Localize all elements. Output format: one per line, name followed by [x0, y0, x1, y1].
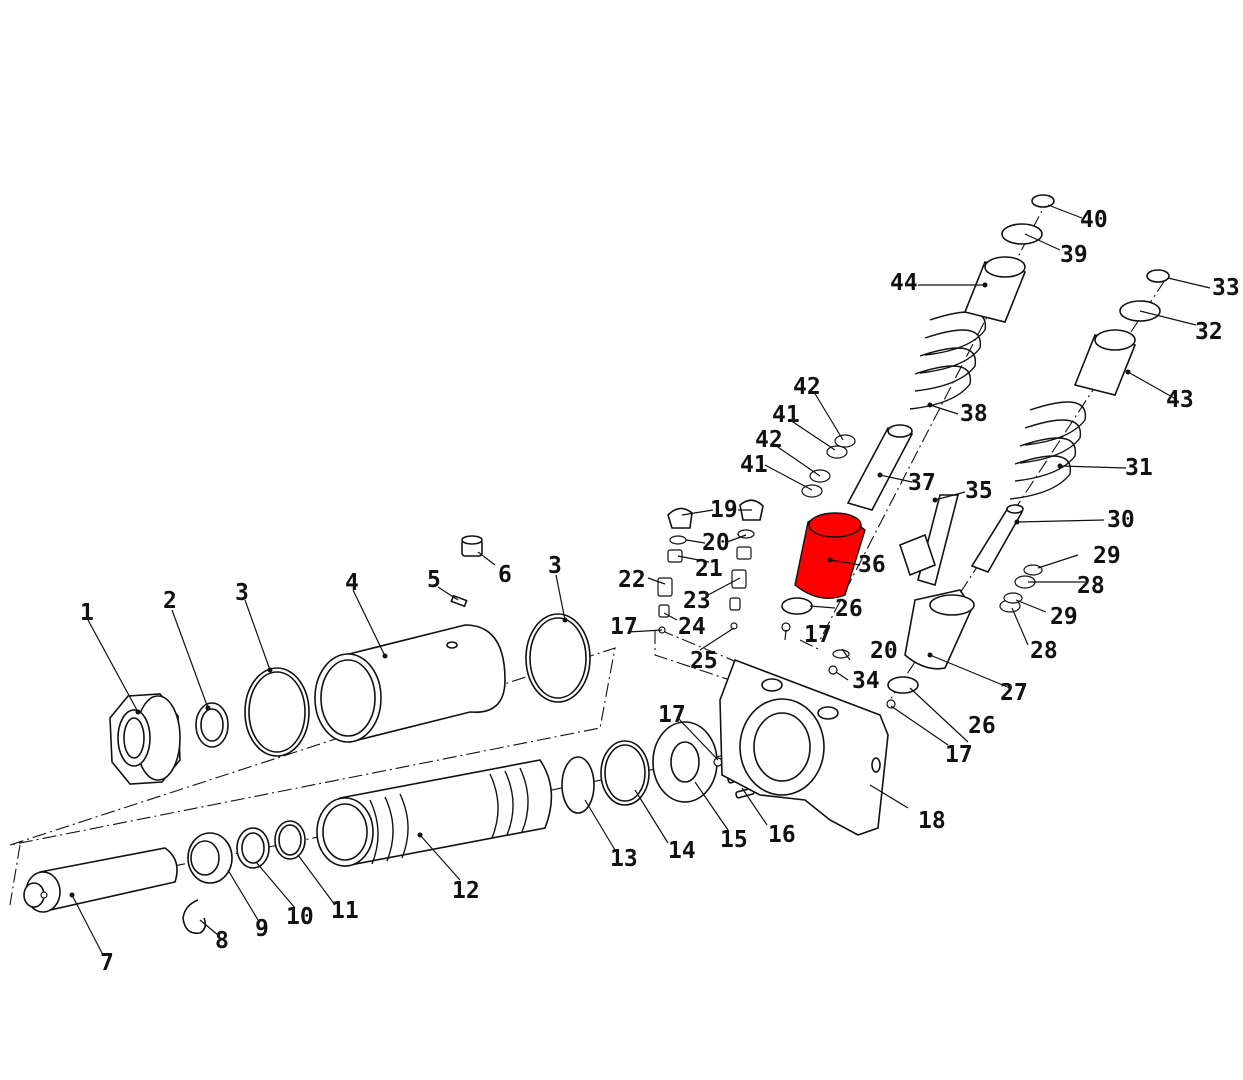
label-part-1: 1 — [80, 600, 94, 626]
label-part-30: 30 — [1107, 507, 1135, 533]
part-9-bushing-inner — [190, 840, 220, 876]
label-part-22: 22 — [618, 567, 646, 593]
label-part-40: 40 — [1080, 207, 1108, 233]
label-part-33: 33 — [1212, 275, 1240, 301]
label-part-23: 23 — [683, 588, 711, 614]
part-14-o-ring-inner — [604, 744, 646, 802]
part-8-retaining-clip — [182, 899, 207, 935]
label-part-4: 4 — [345, 570, 359, 596]
label-part-17-lower: 17 — [658, 702, 686, 728]
valve-axis-right — [799, 639, 821, 651]
label-part-38: 38 — [960, 401, 988, 427]
label-part-31: 31 — [1125, 455, 1153, 481]
label-part-32: 32 — [1195, 319, 1223, 345]
part-13-snap-ring — [561, 756, 595, 814]
leader-dots — [69, 282, 1131, 898]
part-3-o-ring-right-inner — [529, 617, 587, 699]
label-part-29-lower: 29 — [1050, 604, 1078, 630]
label-part-15: 15 — [720, 827, 748, 853]
label-part-28-upper: 28 — [1077, 573, 1105, 599]
part-17-ball-c — [886, 699, 896, 709]
part-17-ball-b — [781, 622, 791, 632]
part-34-ball — [828, 665, 838, 675]
label-part-20-pump: 20 — [870, 638, 898, 664]
label-part-28-lower: 28 — [1030, 638, 1058, 664]
part-40-clip — [1031, 194, 1055, 208]
label-part-10: 10 — [286, 904, 314, 930]
label-part-26-lower: 26 — [968, 713, 996, 739]
label-part-35: 35 — [965, 478, 993, 504]
label-part-34: 34 — [852, 668, 880, 694]
label-part-44: 44 — [890, 270, 918, 296]
label-part-42-lower: 42 — [755, 427, 783, 453]
label-part-8: 8 — [215, 928, 229, 954]
part-15-washer-inner — [670, 741, 700, 783]
label-part-20-valve: 20 — [702, 530, 730, 556]
label-part-14: 14 — [668, 838, 696, 864]
label-part-9: 9 — [255, 916, 269, 942]
label-part-18: 18 — [918, 808, 946, 834]
part-30-plunger — [970, 504, 1024, 573]
label-part-42-upper: 42 — [793, 374, 821, 400]
label-part-3-left: 3 — [235, 580, 249, 606]
part-3-o-ring-left-inner — [248, 671, 306, 753]
label-part-41-upper: 41 — [772, 402, 800, 428]
label-part-6: 6 — [498, 562, 512, 588]
part-35-lever-link — [899, 494, 960, 587]
part-44-spring-sleeve-left — [963, 256, 1027, 323]
part-38-spring-left — [909, 311, 987, 410]
label-part-5: 5 — [427, 567, 441, 593]
label-part-16: 16 — [768, 822, 796, 848]
label-part-25: 25 — [690, 648, 718, 674]
label-part-7: 7 — [100, 950, 114, 976]
label-part-39: 39 — [1060, 242, 1088, 268]
callout-labels: 1 2 3 4 5 6 3 7 8 9 10 11 12 13 14 15 16… — [80, 207, 1240, 976]
label-part-43: 43 — [1166, 387, 1194, 413]
part-11-o-ring-inner — [278, 824, 302, 856]
part-2-seal-ring-inner — [200, 708, 224, 742]
label-part-17-right: 17 — [945, 742, 973, 768]
part-39-spring-cap — [1001, 223, 1043, 245]
part-43-spring-sleeve-right — [1073, 329, 1137, 396]
label-part-17-center: 17 — [804, 622, 832, 648]
label-part-11: 11 — [331, 898, 359, 924]
part-31-spring-right — [1009, 401, 1087, 500]
label-part-21: 21 — [695, 556, 723, 582]
part-26-washer-a — [781, 597, 813, 615]
label-part-27: 27 — [1000, 680, 1028, 706]
label-part-29-upper: 29 — [1093, 543, 1121, 569]
part-7-piston-rod — [23, 847, 178, 913]
part-22-valve-spring-left — [657, 577, 673, 597]
label-part-2: 2 — [163, 588, 177, 614]
part-36-highlighted-sleeve — [794, 512, 866, 599]
label-part-19: 19 — [710, 497, 738, 523]
part-12-ribbed-cylinder — [316, 759, 553, 867]
label-part-17-left: 17 — [610, 614, 638, 640]
label-part-37: 37 — [908, 470, 936, 496]
part-33-clip — [1146, 269, 1170, 283]
part-18-pump-body — [719, 658, 889, 836]
part-1-hex-nut — [109, 693, 181, 785]
leader-lines — [71, 204, 1211, 956]
label-part-12: 12 — [452, 878, 480, 904]
label-part-13: 13 — [610, 846, 638, 872]
label-part-36: 36 — [858, 552, 886, 578]
label-part-41-lower: 41 — [740, 452, 768, 478]
part-36-top — [808, 512, 862, 538]
label-part-24: 24 — [678, 614, 706, 640]
part-4-outer-cylinder — [314, 624, 506, 744]
part-37-pump-piston — [846, 424, 914, 511]
label-part-26-upper: 26 — [835, 596, 863, 622]
part-27-valve-housing — [904, 589, 975, 670]
part-10-wiper-seal-inner — [241, 832, 265, 864]
part-6-screw-plug — [461, 535, 483, 557]
part-42-rings — [809, 434, 856, 483]
part-21-valve-seats — [667, 546, 752, 563]
label-part-3-right: 3 — [548, 553, 562, 579]
upper-assembly-axis — [9, 647, 616, 906]
part-25-ball — [730, 622, 738, 630]
